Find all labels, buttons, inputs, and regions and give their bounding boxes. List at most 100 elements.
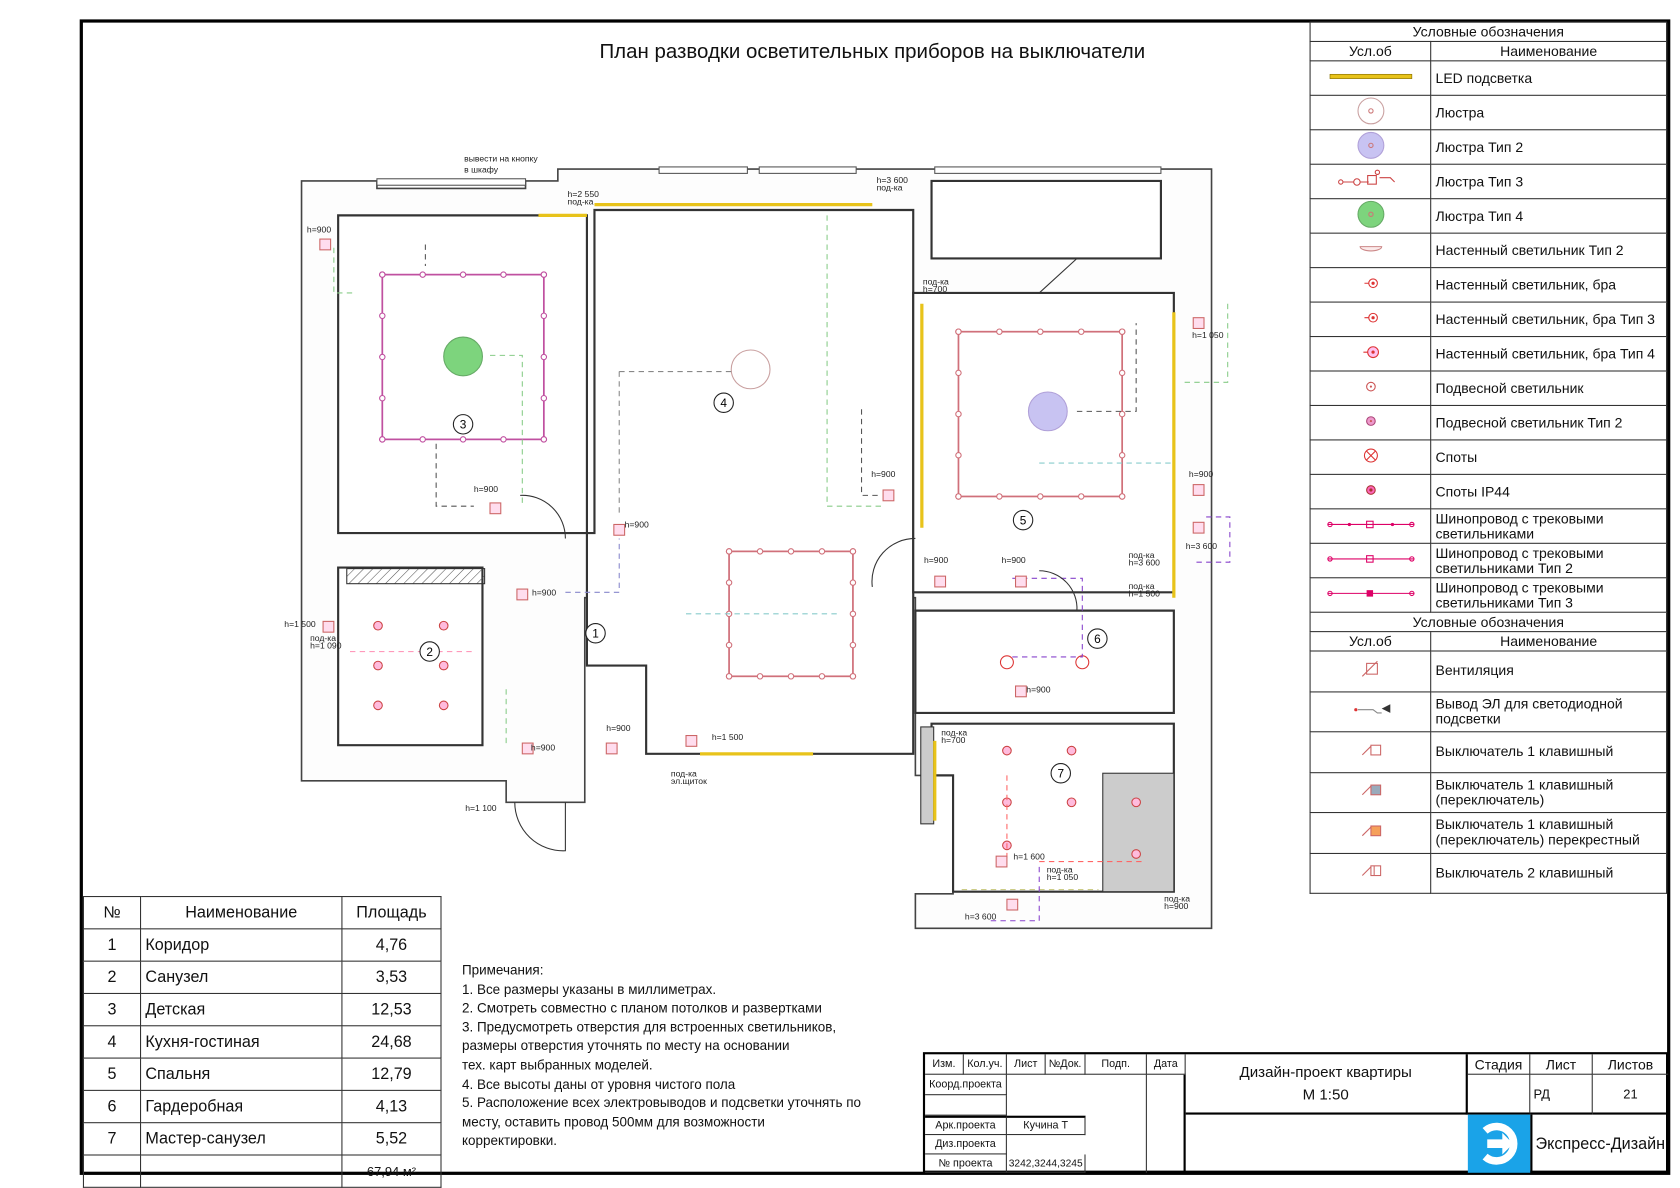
legend-row: Споты IP44 [1309, 473, 1668, 510]
legend-label: LED подсветка [1430, 60, 1668, 96]
room-number-marker [713, 392, 734, 413]
tb-sheets-label: Листов [1592, 1054, 1669, 1075]
room-6-walls [914, 609, 1175, 714]
legend-symbol [1309, 542, 1432, 579]
switch [489, 502, 502, 515]
company-name: Экспресс-Дизайн [1530, 1114, 1668, 1173]
plan-annotation: под-ка [1129, 581, 1155, 591]
track-light [955, 410, 962, 418]
wire [1076, 323, 1137, 412]
pendant-icon [1365, 381, 1376, 392]
total-empty [139, 1154, 343, 1188]
track-light [379, 271, 386, 278]
tb-stage: РД [1530, 1074, 1593, 1115]
spot-ip44-icon [1365, 485, 1376, 495]
title-block: Изм. Кол.уч. Лист №Док. Подп. Дата Коорд… [922, 1052, 1669, 1173]
legend-symbol [1309, 232, 1432, 269]
legend-symbol [1309, 94, 1432, 131]
chandelier-type4 [443, 336, 483, 377]
legend-row: Настенный светильник, бра [1309, 267, 1668, 303]
room-number: 3 [460, 418, 467, 432]
legend-row: Люстра Тип 3 [1309, 163, 1668, 200]
spot [373, 660, 383, 671]
legend-symbol [1309, 335, 1432, 372]
track-icon [1326, 520, 1414, 529]
track-light [1118, 452, 1126, 459]
room-number: 1 [82, 928, 142, 962]
legend-col-name: Наименование [1430, 631, 1668, 652]
window [376, 178, 527, 186]
wire [826, 215, 884, 507]
room-4-walls [585, 208, 915, 755]
room-area: 3,53 [341, 960, 442, 994]
track-light [1118, 410, 1126, 418]
room-number: 4 [82, 1025, 142, 1059]
legend-row: LED подсветка [1309, 60, 1668, 96]
page-title: План разводки осветительных приборов на … [599, 40, 1146, 64]
track-light [725, 579, 733, 586]
note-line: 5. Расположение всех электровыводов и по… [461, 1095, 861, 1111]
plan-annotation: h=3 600 [965, 912, 997, 922]
room-number-marker [1050, 762, 1071, 784]
legend-row: Выключатель 1 клавишный (переключатель) [1309, 771, 1668, 814]
plan-annotation: вывести на кнопку [464, 154, 538, 164]
track-light [540, 353, 548, 361]
door [1038, 258, 1078, 294]
tb-row: Арк.проекта [925, 1115, 1007, 1136]
plan-annotation: h=700 [923, 284, 947, 294]
plan-annotation: под-ка [568, 197, 594, 207]
window [758, 166, 857, 174]
window [934, 166, 1162, 174]
track-light [379, 312, 386, 320]
room-number: 5 [1020, 513, 1027, 527]
track-light [1118, 328, 1126, 335]
plan-annotation: h=900 [1002, 555, 1026, 565]
legend-label: Вентиляция [1430, 650, 1668, 692]
plan-annotation: под-ка [877, 183, 903, 193]
switch [319, 238, 332, 251]
tb-row: Коорд.проекта [925, 1074, 1007, 1096]
legend-label: Шинопровод с трековыми светильниками Тип… [1430, 577, 1668, 613]
plan-annotation: в шкафу [464, 164, 499, 174]
legend-label: Споты IP44 [1430, 473, 1668, 510]
plan-annotation: h=700 [941, 735, 965, 745]
plan-annotation: под-ка [310, 633, 336, 643]
legend-header-2: Условные обозначения [1309, 611, 1668, 633]
track-light [459, 436, 467, 443]
legend-symbol [1309, 267, 1432, 303]
hatched-wall [1102, 772, 1175, 893]
room-area: 5,52 [341, 1122, 442, 1156]
door [1039, 570, 1078, 611]
tb-row: № проекта [925, 1154, 1007, 1173]
note-line: 3. Предусмотреть отверстия для встроенны… [461, 1019, 837, 1035]
wire [489, 354, 523, 507]
track-light [540, 271, 548, 278]
spot [373, 700, 383, 711]
legend-row: Люстра [1309, 94, 1668, 131]
legend-row: Выключатель 2 клавишный [1309, 852, 1668, 894]
track-light [500, 271, 507, 278]
switch [1006, 898, 1019, 911]
track-light [996, 328, 1003, 335]
track-light [1118, 369, 1126, 377]
legend-label: Настенный светильник, бра Тип 3 [1430, 301, 1668, 338]
tb-sheet-label: Лист [1530, 1054, 1593, 1075]
plan-annotation: h=900 [625, 520, 649, 530]
spot [438, 700, 449, 711]
switch-2-icon [1361, 865, 1381, 877]
legend-symbol [1309, 508, 1432, 544]
note-line: тех. карт выбранных моделей. [461, 1057, 653, 1073]
chandelier-type2 [1027, 391, 1068, 432]
room-5-walls [912, 291, 1175, 594]
tb-sheets: 21 [1592, 1075, 1669, 1115]
plan-annotation: h=900 [871, 469, 895, 479]
track-light [419, 436, 426, 443]
track-light [787, 548, 795, 555]
room-number: 6 [1094, 632, 1101, 646]
room-number: 3 [82, 992, 142, 1027]
legend-symbol [1309, 370, 1432, 406]
track-light [955, 493, 962, 500]
room-number: 4 [720, 396, 727, 410]
